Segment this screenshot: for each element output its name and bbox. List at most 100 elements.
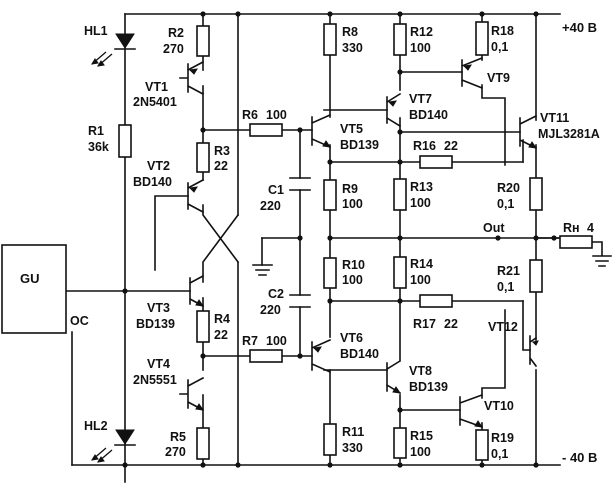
resistor-r1-value: 36k bbox=[88, 140, 109, 154]
transistor-vt7-type: BD140 bbox=[409, 108, 448, 122]
transistor-vt2-type: BD140 bbox=[133, 175, 172, 189]
resistor-rn-value: 4 bbox=[587, 221, 594, 235]
resistor-r9-value: 100 bbox=[342, 197, 363, 211]
transistor-vt6-type: BD140 bbox=[340, 347, 379, 361]
resistor-r20-ref: R20 bbox=[497, 181, 520, 195]
capacitor-c2-symbol bbox=[289, 294, 311, 308]
transistor-vt3-type: BD139 bbox=[136, 317, 175, 331]
transistor-vt11-symbol bbox=[518, 114, 538, 150]
transistor-vt5-type: BD139 bbox=[340, 138, 379, 152]
led-hl2-label: HL2 bbox=[84, 419, 108, 433]
resistor-r1-ref: R1 bbox=[88, 124, 104, 138]
transistor-vt2-ref: VT2 bbox=[147, 159, 170, 173]
transistor-vt11-ref: VT11 bbox=[540, 111, 569, 125]
junction-dots bbox=[122, 11, 557, 468]
transistor-vt1-type: 2N5401 bbox=[133, 95, 177, 109]
transistor-vt10-symbol bbox=[458, 393, 484, 429]
transistor-vt6-symbol bbox=[310, 338, 332, 374]
transistor-vt7-symbol bbox=[385, 92, 402, 128]
capacitor-c2-value: 220 bbox=[260, 303, 281, 317]
resistor-r11-value: 330 bbox=[342, 441, 363, 455]
resistor-r3-body bbox=[196, 142, 210, 173]
resistor-r19-value: 0,1 bbox=[491, 447, 508, 461]
resistor-r10-value: 100 bbox=[342, 273, 363, 287]
resistor-r15-body bbox=[393, 427, 407, 459]
generator-name: GU bbox=[20, 271, 40, 286]
resistor-r9-body bbox=[323, 179, 337, 211]
resistor-r2-ref: R2 bbox=[168, 26, 184, 40]
generator-block bbox=[1, 244, 67, 334]
resistor-r16-value: 22 bbox=[444, 139, 458, 153]
resistor-r1-body bbox=[118, 124, 132, 158]
resistor-r15-ref: R15 bbox=[410, 429, 433, 443]
transistor-vt1-ref: VT1 bbox=[145, 80, 168, 94]
transistor-vt5-symbol bbox=[310, 113, 332, 149]
resistor-r20-value: 0,1 bbox=[497, 197, 514, 211]
resistor-r12-body bbox=[393, 23, 407, 56]
transistor-vt2-symbol bbox=[186, 178, 205, 214]
resistor-r7-ref: R7 bbox=[242, 334, 258, 348]
transistor-vt12-ref: VT12 bbox=[488, 320, 518, 334]
resistor-r3-ref: R3 bbox=[214, 144, 230, 158]
resistor-r4-value: 22 bbox=[214, 328, 228, 342]
resistor-r14-ref: R14 bbox=[410, 257, 433, 271]
resistor-rn-ref: Rн bbox=[563, 221, 580, 235]
resistor-r17-value: 22 bbox=[444, 317, 458, 331]
resistor-r4-ref: R4 bbox=[214, 312, 230, 326]
capacitor-c1-symbol bbox=[289, 177, 311, 191]
resistor-r16-body bbox=[419, 155, 453, 169]
led-hl1-label: HL1 bbox=[84, 24, 108, 38]
resistor-r14-body bbox=[393, 256, 407, 289]
resistor-r11-ref: R11 bbox=[342, 425, 364, 439]
led-hl1-symbol bbox=[91, 33, 136, 67]
ground-symbols bbox=[252, 255, 612, 276]
resistor-r12-ref: R12 bbox=[410, 25, 433, 39]
transistor-vt8-symbol bbox=[385, 359, 402, 395]
resistor-r3-value: 22 bbox=[214, 159, 228, 173]
transistor-vt8-ref: VT8 bbox=[409, 364, 432, 378]
resistor-r5-value: 270 bbox=[165, 445, 186, 459]
capacitor-c2-ref: C2 bbox=[268, 287, 284, 301]
capacitor-bodies bbox=[289, 177, 311, 308]
resistor-r19-body bbox=[475, 429, 489, 461]
transistor-vt7-ref: VT7 bbox=[409, 92, 432, 106]
resistor-r14-value: 100 bbox=[410, 273, 431, 287]
transistor-vt10-ref: VT10 bbox=[484, 399, 514, 413]
transistor-vt4-ref: VT4 bbox=[147, 357, 170, 371]
resistor-r18-ref: R18 bbox=[491, 24, 514, 38]
capacitor-c1-ref: C1 bbox=[268, 183, 284, 197]
negative-rail-label: - 40 В bbox=[562, 450, 597, 465]
resistor-r4-body bbox=[196, 310, 210, 343]
resistor-r19-ref: R19 bbox=[491, 431, 514, 445]
led-hl2-symbol bbox=[91, 429, 136, 463]
resistor-rn-body bbox=[559, 235, 593, 249]
resistor-r8-value: 330 bbox=[342, 41, 363, 55]
resistor-r12-value: 100 bbox=[410, 41, 431, 55]
resistor-r15-value: 100 bbox=[410, 445, 431, 459]
resistor-r7-value: 100 bbox=[266, 334, 287, 348]
resistor-r18-body bbox=[475, 21, 489, 56]
resistor-r8-ref: R8 bbox=[342, 25, 358, 39]
resistor-r21-body bbox=[529, 259, 543, 293]
transistor-vt3-ref: VT3 bbox=[147, 301, 170, 315]
transistor-vt4-symbol bbox=[179, 376, 205, 412]
positive-rail-label: +40 В bbox=[562, 20, 597, 35]
resistor-r6-body bbox=[249, 123, 283, 137]
resistor-r21-value: 0,1 bbox=[497, 280, 514, 294]
transistor-vt12-symbol bbox=[528, 335, 539, 368]
transistor-vt3-symbol bbox=[188, 274, 205, 308]
transistor-vt8-type: BD139 bbox=[409, 380, 448, 394]
resistor-r2-value: 270 bbox=[163, 42, 184, 56]
transistor-vt9-ref: VT9 bbox=[487, 71, 510, 85]
resistor-r6-ref: R6 bbox=[242, 108, 258, 122]
resistor-r2-body bbox=[196, 25, 210, 57]
resistor-r7-body bbox=[249, 349, 283, 363]
resistor-r17-body bbox=[419, 294, 453, 308]
transistor-vt4-type: 2N5551 bbox=[133, 373, 177, 387]
resistor-r8-body bbox=[323, 23, 337, 56]
resistor-r18-value: 0,1 bbox=[491, 40, 508, 54]
generator-feedback-label: OC bbox=[70, 314, 89, 328]
transistor-vt9-symbol bbox=[460, 56, 484, 90]
wiring bbox=[65, 13, 603, 483]
